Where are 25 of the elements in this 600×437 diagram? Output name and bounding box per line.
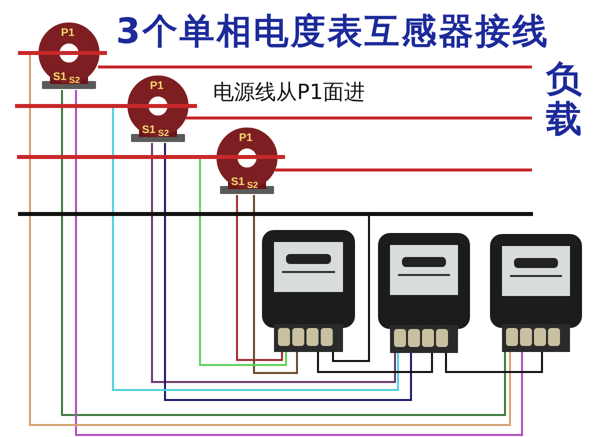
wire [199, 159, 287, 366]
wire [151, 143, 396, 383]
electricity-meter-drawing [262, 230, 355, 352]
wire [253, 195, 298, 374]
terminal-label: S1 [142, 125, 156, 136]
wire [112, 108, 399, 391]
wire [317, 352, 433, 373]
wire [445, 352, 543, 373]
terminal-label: S2 [69, 76, 80, 85]
note-text: 电源线从P1面进 [213, 79, 366, 106]
terminal-label: S1 [53, 72, 66, 83]
terminal-label: P1 [150, 81, 164, 92]
terminal-label: S2 [158, 129, 170, 138]
electricity-meter-drawing [490, 234, 582, 352]
terminal-label: S1 [231, 177, 244, 188]
wire [332, 216, 370, 362]
wire [236, 195, 283, 361]
terminal-label: P1 [61, 28, 74, 39]
wire [29, 55, 511, 426]
terminal-label: P1 [239, 133, 252, 144]
load-label: 负载 [546, 60, 582, 140]
wire [164, 143, 412, 401]
terminal-label: S2 [247, 181, 258, 190]
electricity-meter-drawing [378, 233, 470, 353]
title: 3个单相电度表互感器接线 [116, 11, 550, 54]
